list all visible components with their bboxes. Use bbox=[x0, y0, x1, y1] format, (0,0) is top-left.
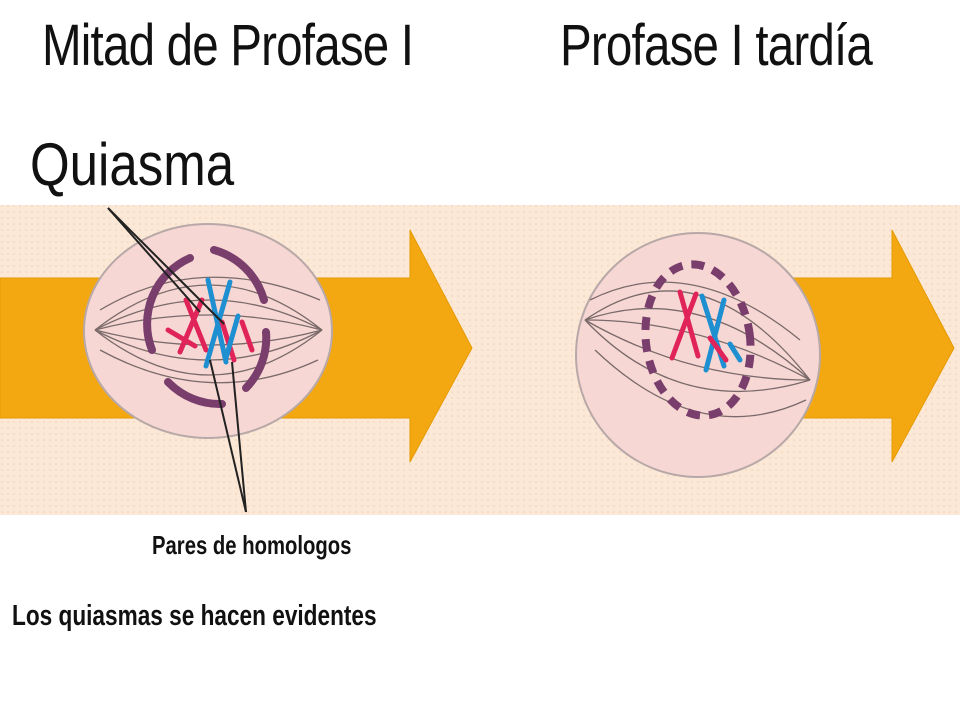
chiasma-label: Quiasma bbox=[30, 131, 235, 198]
title-mid-prophase: Mitad de Profase I bbox=[42, 13, 414, 78]
title-late-prophase: Profase I tardía bbox=[560, 13, 873, 78]
spindle-fibers bbox=[94, 276, 323, 384]
process-arrow-2 bbox=[789, 229, 955, 463]
chromosomes bbox=[669, 289, 743, 373]
homolog-pairs-label: Pares de homologos bbox=[152, 530, 352, 560]
cell-mid-prophase bbox=[83, 223, 333, 439]
cell-late-prophase bbox=[575, 232, 821, 478]
caption: Los quiasmas se hacen evidentes bbox=[12, 600, 377, 632]
homolog-pointer-lines bbox=[209, 359, 247, 513]
spindle-fibers bbox=[584, 281, 811, 418]
nuclear-envelope-fragments bbox=[143, 246, 271, 409]
chiasma-pointer-lines bbox=[107, 207, 225, 325]
nuclear-envelope-fragments bbox=[641, 260, 755, 420]
